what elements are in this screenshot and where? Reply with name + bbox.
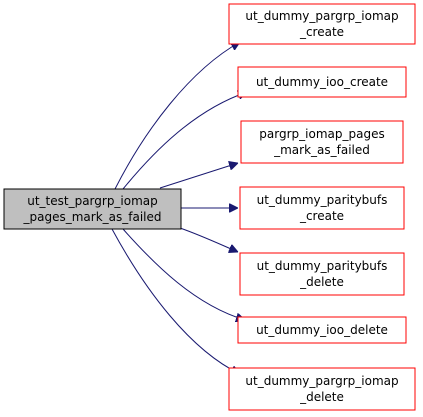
callee-node-pargrp-iomap-pages-mark-as-failed[interactable]: pargrp_iomap_pages _mark_as_failed xyxy=(240,120,404,164)
root-node-label-line-1: ut_test_pargrp_iomap xyxy=(27,194,158,208)
callee-node-label-line-1: pargrp_iomap_pages xyxy=(259,127,384,141)
callee-node-ut-dummy-paritybufs-create[interactable]: ut_dummy_paritybufs _create xyxy=(239,186,405,230)
callee-node-label-line-1: ut_dummy_paritybufs xyxy=(257,259,388,273)
edge-root-to-pages-mark-as-failed xyxy=(159,163,238,189)
callee-node-ut-dummy-ioo-delete[interactable]: ut_dummy_ioo_delete xyxy=(237,316,407,344)
callee-node-label-line-2: _create xyxy=(299,25,344,39)
callee-node-ut-dummy-pargrp-iomap-create[interactable]: ut_dummy_pargrp_iomap _create xyxy=(228,3,416,45)
edge-root-to-create-pargrp-iomap xyxy=(114,42,240,190)
callee-node-label-line-2: _delete xyxy=(299,390,344,404)
callee-node-label-line-1: ut_dummy_pargrp_iomap xyxy=(245,9,398,23)
callee-node-label-line-1: ut_dummy_pargrp_iomap xyxy=(245,374,398,388)
callee-node-ut-dummy-paritybufs-delete[interactable]: ut_dummy_paritybufs _delete xyxy=(239,252,405,296)
callee-node-ut-dummy-ioo-create[interactable]: ut_dummy_ioo_create xyxy=(237,66,407,98)
edge-root-to-paritybufs-delete xyxy=(179,227,238,252)
callee-node-label-line-2: _mark_as_failed xyxy=(273,143,370,157)
callee-node-label-line-1: ut_dummy_ioo_create xyxy=(256,75,388,89)
callee-node-label-line-2: _delete xyxy=(299,275,344,289)
root-node-label-line-2: _pages_mark_as_failed xyxy=(23,210,162,224)
edges xyxy=(111,42,247,374)
edge-root-to-ioo-create xyxy=(122,92,247,190)
edge-root-to-ioo-delete xyxy=(122,228,245,320)
root-node[interactable]: ut_test_pargrp_iomap _pages_mark_as_fail… xyxy=(3,188,182,230)
edge-root-to-delete-pargrp-iomap xyxy=(111,228,240,374)
callee-node-ut-dummy-pargrp-iomap-delete[interactable]: ut_dummy_pargrp_iomap _delete xyxy=(228,367,416,411)
callee-node-label-line-1: ut_dummy_paritybufs xyxy=(257,193,388,207)
callee-node-label-line-1: ut_dummy_ioo_delete xyxy=(256,323,388,337)
callee-node-label-line-2: _create xyxy=(299,209,344,223)
